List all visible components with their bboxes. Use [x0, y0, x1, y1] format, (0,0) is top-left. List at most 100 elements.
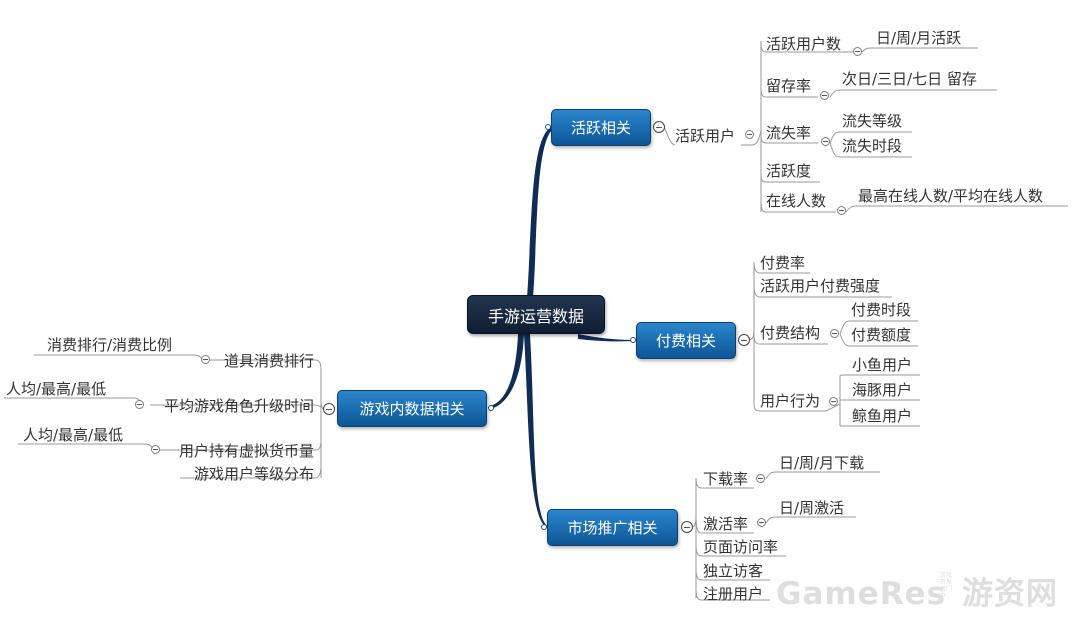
watermark-small-text: 游戏开发者门户	[940, 572, 953, 600]
node-activity-label: 活跃度	[766, 161, 812, 180]
node-item-rank-detail[interactable]: 消费排行/消费比例	[47, 333, 172, 355]
node-churn-level[interactable]: 流失等级	[842, 109, 902, 131]
node-currency-label: 用户持有虚拟货币量	[178, 441, 314, 460]
watermark-logo: GameRes 游资网	[776, 568, 1058, 613]
node-pay-amount[interactable]: 付费额度	[851, 323, 911, 345]
node-download-toggle[interactable]	[756, 474, 765, 483]
node-pay-dolphin-label: 海豚用户	[852, 380, 913, 399]
node-pay-label: 付费相关	[655, 332, 716, 350]
trunk-ingame	[490, 334, 524, 409]
node-dau-detail-label: 日/周/月活跃	[876, 28, 962, 47]
node-levelup-toggle[interactable]	[135, 400, 144, 409]
node-download-label: 下载率	[703, 469, 749, 488]
node-retention-detail[interactable]: 次日/三日/七日 留存	[842, 67, 977, 89]
central-node[interactable]: 手游运营数据	[467, 295, 605, 334]
node-dau[interactable]: 活跃用户数	[766, 32, 841, 54]
node-activation-toggle[interactable]	[757, 518, 766, 527]
node-pay-arppu[interactable]: 活跃用户付费强度	[760, 274, 880, 296]
node-churn-toggle[interactable]	[821, 137, 830, 146]
node-pay-dolphin[interactable]: 海豚用户	[852, 378, 912, 400]
node-active[interactable]: 活跃相关	[551, 109, 651, 146]
node-activity[interactable]: 活跃度	[766, 159, 811, 181]
node-levelup[interactable]: 平均游戏角色升级时间	[150, 394, 314, 416]
node-pay-behavior-label: 用户行为	[760, 391, 821, 410]
node-ingame-label: 游戏内数据相关	[359, 400, 465, 418]
node-pay-whale-label: 鲸鱼用户	[852, 406, 913, 425]
node-pay-time-label: 付费时段	[851, 300, 912, 319]
node-item-rank-label: 道具消费排行	[223, 351, 314, 370]
node-pay[interactable]: 付费相关	[636, 322, 736, 359]
node-pay-behavior[interactable]: 用户行为	[760, 389, 820, 411]
node-pay-minnow-label: 小鱼用户	[852, 355, 913, 374]
node-register[interactable]: 注册用户	[703, 582, 763, 604]
node-churn-time-label: 流失时段	[842, 136, 903, 155]
trunk-active	[527, 127, 556, 298]
node-active-users-toggle[interactable]	[745, 130, 754, 139]
node-register-label: 注册用户	[703, 584, 764, 603]
node-download[interactable]: 下载率	[703, 467, 748, 489]
node-ingame-collapse-toggle[interactable]	[323, 403, 335, 415]
node-active-users[interactable]: 活跃用户	[675, 124, 735, 146]
node-ingame[interactable]: 游戏内数据相关	[337, 390, 487, 427]
node-online-detail[interactable]: 最高在线人数/平均在线人数	[858, 184, 1043, 206]
node-churn[interactable]: 流失率	[766, 121, 811, 143]
node-pay-minnow[interactable]: 小鱼用户	[852, 353, 912, 375]
node-level-dist[interactable]: 游戏用户等级分布	[180, 462, 314, 484]
node-active-collapse-toggle[interactable]	[653, 121, 665, 133]
node-online[interactable]: 在线人数	[766, 189, 826, 211]
node-market-collapse-toggle[interactable]	[681, 521, 693, 533]
node-market-label: 市场推广相关	[567, 519, 658, 537]
node-market[interactable]: 市场推广相关	[547, 509, 678, 546]
node-currency[interactable]: 用户持有虚拟货币量	[164, 439, 314, 461]
node-pay-collapse-toggle[interactable]	[738, 334, 750, 346]
node-pay-arppu-label: 活跃用户付费强度	[760, 276, 881, 295]
node-dau-detail[interactable]: 日/周/月活跃	[876, 26, 961, 48]
node-online-detail-label: 最高在线人数/平均在线人数	[858, 186, 1044, 205]
node-online-toggle[interactable]	[837, 206, 846, 215]
node-online-label: 在线人数	[766, 191, 827, 210]
node-pay-rate-label: 付费率	[760, 253, 806, 272]
node-item-rank-detail-label: 消费排行/消费比例	[47, 335, 173, 354]
node-pay-connector-dot	[630, 337, 636, 343]
node-levelup-detail[interactable]: 人均/最高/最低	[6, 377, 106, 399]
node-churn-time[interactable]: 流失时段	[842, 134, 902, 156]
node-retention-toggle[interactable]	[820, 91, 829, 100]
node-uv-label: 独立访客	[703, 561, 764, 580]
node-active-label: 活跃相关	[570, 119, 631, 137]
node-pageview[interactable]: 页面访问率	[703, 535, 778, 557]
node-pay-time[interactable]: 付费时段	[851, 298, 911, 320]
trunk-market	[524, 334, 548, 528]
node-pay-amount-label: 付费额度	[851, 325, 912, 344]
node-currency-detail[interactable]: 人均/最高/最低	[23, 423, 123, 445]
node-item-rank-toggle[interactable]	[201, 355, 210, 364]
node-currency-toggle[interactable]	[151, 445, 160, 454]
node-dau-toggle[interactable]	[853, 47, 862, 56]
node-level-dist-label: 游戏用户等级分布	[193, 464, 314, 483]
watermark-text: GameRes	[776, 576, 947, 612]
trunk-pay	[578, 334, 634, 342]
node-activation[interactable]: 激活率	[703, 512, 748, 534]
node-pay-structure[interactable]: 付费结构	[760, 321, 820, 343]
node-active-users-label: 活跃用户	[675, 126, 736, 145]
node-levelup-label: 平均游戏角色升级时间	[163, 396, 314, 415]
node-activation-label: 激活率	[703, 514, 749, 533]
node-activation-detail-label: 日/周激活	[779, 498, 845, 517]
node-pay-behavior-toggle[interactable]	[829, 397, 838, 406]
node-levelup-detail-label: 人均/最高/最低	[6, 379, 107, 398]
node-pay-rate[interactable]: 付费率	[760, 251, 805, 273]
node-churn-label: 流失率	[766, 123, 812, 142]
node-uv[interactable]: 独立访客	[703, 559, 763, 581]
node-download-detail[interactable]: 日/周/月下载	[779, 451, 864, 473]
node-retention[interactable]: 留存率	[766, 74, 811, 96]
node-dau-label: 活跃用户数	[766, 34, 842, 53]
watermark-brand: 游资网	[962, 576, 1059, 612]
node-pay-whale[interactable]: 鲸鱼用户	[852, 404, 912, 426]
node-retention-label: 留存率	[766, 76, 812, 95]
node-pageview-label: 页面访问率	[703, 537, 779, 556]
node-retention-detail-label: 次日/三日/七日 留存	[842, 69, 977, 88]
node-item-rank[interactable]: 道具消费排行	[214, 349, 314, 371]
node-pay-structure-toggle[interactable]	[830, 329, 839, 338]
node-activation-detail[interactable]: 日/周激活	[779, 496, 844, 518]
node-pay-structure-label: 付费结构	[760, 323, 821, 342]
